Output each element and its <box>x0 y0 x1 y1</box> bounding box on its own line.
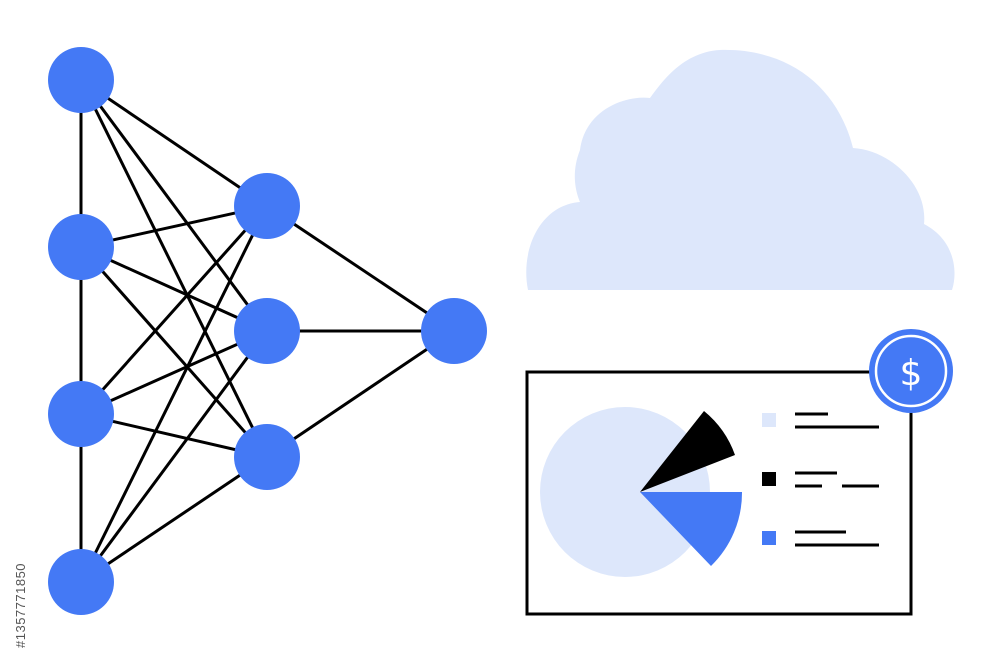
badge-inner-ring <box>874 334 948 408</box>
network-node <box>234 424 300 490</box>
network-node <box>48 381 114 447</box>
network-node <box>234 173 300 239</box>
legend-swatch-black <box>762 472 776 486</box>
network-node <box>48 47 114 113</box>
cloud-shape <box>526 49 955 290</box>
badge-outer-circle <box>869 329 953 413</box>
network-edge <box>266 204 455 333</box>
network-edge <box>80 78 268 208</box>
network-nodes <box>48 47 487 615</box>
network-edge <box>79 205 269 415</box>
network-edge <box>79 79 269 458</box>
network-edge <box>79 205 269 583</box>
report-card: $ <box>525 329 953 616</box>
network-edge <box>79 246 269 458</box>
stock-id-watermark: #1357771850 <box>13 562 28 648</box>
legend-swatch-light <box>762 413 776 427</box>
legend <box>762 412 879 547</box>
legend-swatch-blue <box>762 531 776 545</box>
network-node <box>421 298 487 364</box>
cloud-icon <box>526 49 955 290</box>
network-edge <box>79 330 269 583</box>
network-edge <box>79 79 269 332</box>
network-edge <box>80 245 268 333</box>
network-node <box>234 298 300 364</box>
pie-blue-slice <box>640 492 743 566</box>
network-edge <box>80 455 268 584</box>
dollar-symbol: $ <box>900 353 923 394</box>
neural-network-diagram <box>48 47 487 615</box>
pie-base-slice <box>540 407 710 577</box>
network-edges <box>79 78 455 584</box>
pie-black-slice <box>640 411 735 492</box>
network-edge <box>266 329 455 459</box>
network-node <box>48 214 114 280</box>
dollar-icon: $ <box>869 329 953 413</box>
pie-chart-graphic <box>540 407 743 577</box>
network-node <box>48 549 114 615</box>
network-edge <box>80 329 268 416</box>
